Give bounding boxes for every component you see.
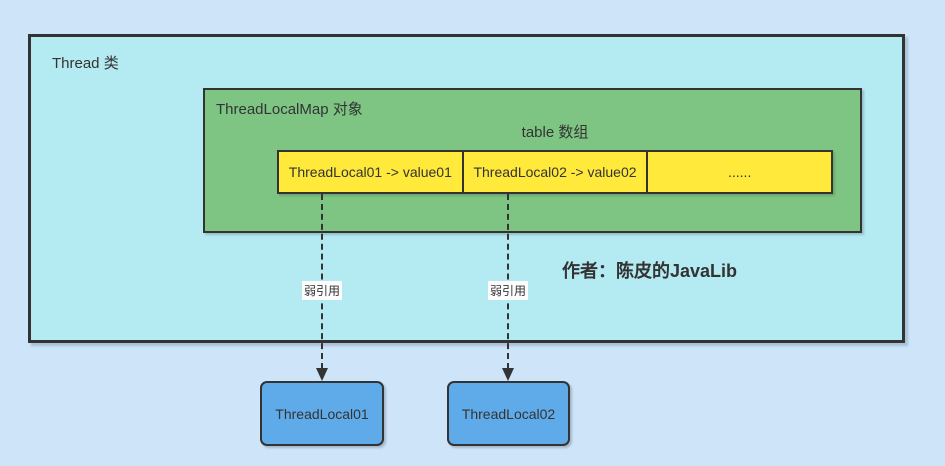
threadlocal01-node: ThreadLocal01 (260, 381, 384, 446)
threadlocal02-node: ThreadLocal02 (447, 381, 570, 446)
weak-reference-label-2: 弱引用 (487, 281, 529, 300)
table-cell-ellipsis: ...... (646, 152, 831, 192)
weak-reference-label-1: 弱引用 (301, 281, 343, 300)
author-watermark: 作者：陈皮的JavaLib (562, 261, 738, 281)
arrow-down-icon-1 (316, 368, 328, 381)
thread-class-box: Thread 类 ThreadLocalMap 对象 table 数组 Thre… (28, 34, 905, 343)
threadlocalmap-box: ThreadLocalMap 对象 table 数组 ThreadLocal01… (203, 88, 862, 233)
table-array-row: ThreadLocal01 -> value01 ThreadLocal02 -… (277, 150, 833, 194)
table-cell-entry-1: ThreadLocal01 -> value01 (288, 164, 452, 180)
threadlocalmap-label: ThreadLocalMap 对象 (216, 101, 363, 118)
thread-class-label: Thread 类 (52, 55, 119, 72)
table-array-label: table 数组 (521, 124, 589, 141)
table-cell-entry-2: ThreadLocal02 -> value02 (461, 152, 647, 192)
arrow-down-icon-2 (502, 368, 514, 381)
